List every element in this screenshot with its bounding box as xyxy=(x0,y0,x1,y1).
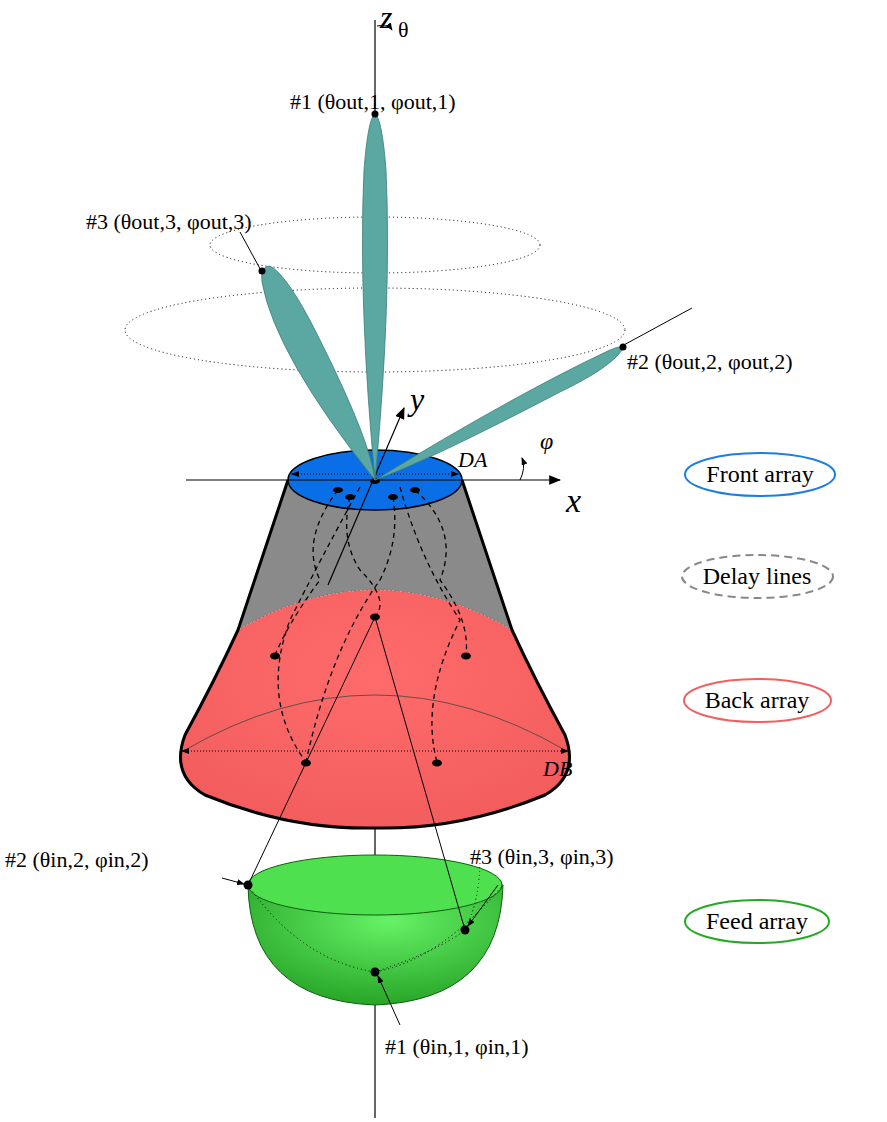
figure-label: #3 (θout,3, φout,3) xyxy=(86,210,252,234)
figure-label: y xyxy=(410,382,424,417)
legend-ellipse: Front array xyxy=(684,452,836,497)
figure-label: x xyxy=(566,482,581,519)
figure-label: #3 (θin,3, φin,3) xyxy=(470,845,614,869)
figure-label: #2 (θout,2, φout,2) xyxy=(627,350,793,374)
array-label: Front array xyxy=(706,461,813,487)
legend-ellipse: Feed array xyxy=(684,899,830,944)
array-label: Feed array xyxy=(706,908,808,934)
figure-label: φ xyxy=(540,428,553,454)
figure-label: #2 (θin,2, φin,2) xyxy=(5,848,149,872)
array-label: Delay lines xyxy=(703,563,812,589)
figure-label: z xyxy=(380,0,392,35)
figure-label: θ xyxy=(398,18,409,42)
figure-label: DB xyxy=(543,757,572,781)
legend-ellipse: Delay lines xyxy=(681,554,834,599)
array-label: Back array xyxy=(705,687,810,713)
legend-ellipse: Back array xyxy=(683,678,832,723)
figure-label: #1 (θout,1, φout,1) xyxy=(290,90,456,114)
figure-label: #1 (θin,1, φin,1) xyxy=(385,1035,529,1059)
figure-label: DA xyxy=(458,448,487,472)
